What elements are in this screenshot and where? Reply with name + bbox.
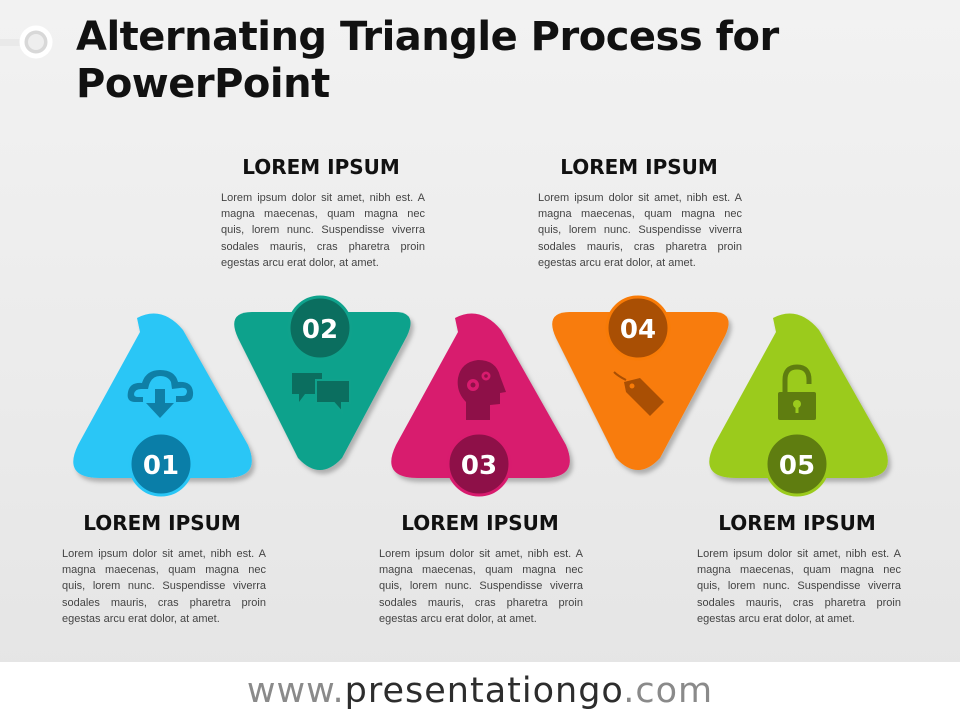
step-4-heading: LOREM IPSUM xyxy=(560,155,718,179)
step-5-badge xyxy=(764,431,830,497)
step-4-number: 04 xyxy=(620,315,656,345)
cloud-download-icon xyxy=(127,370,194,418)
step-3-heading: LOREM IPSUM xyxy=(401,511,559,535)
step-3-number: 03 xyxy=(461,451,497,481)
tag-icon xyxy=(613,371,664,416)
footer-prefix: www. xyxy=(246,671,345,711)
unlock-icon xyxy=(778,364,816,420)
step-2-badge xyxy=(287,295,353,361)
step-5-heading: LOREM IPSUM xyxy=(718,511,876,535)
step-1-badge xyxy=(128,431,194,497)
step-3-body: Lorem ipsum dolor sit amet, nibh est. A … xyxy=(379,548,583,625)
step-2-body: Lorem ipsum dolor sit amet, nibh est. A … xyxy=(221,192,425,269)
step-1-number: 01 xyxy=(143,451,179,481)
step-2-heading: LOREM IPSUM xyxy=(242,155,400,179)
step-4-body: Lorem ipsum dolor sit amet, nibh est. A … xyxy=(538,192,742,269)
head-gears-icon xyxy=(457,360,506,420)
footer-suffix: .com xyxy=(623,671,714,711)
footer-brand: presentationgo xyxy=(344,671,624,711)
step-5-body: Lorem ipsum dolor sit amet, nibh est. A … xyxy=(697,548,901,625)
footer-url[interactable]: www.presentationgo.com xyxy=(0,662,960,720)
chat-bubbles-icon xyxy=(292,373,351,415)
step-5-number: 05 xyxy=(779,451,815,481)
step-3-badge xyxy=(446,431,512,497)
step-1-heading: LOREM IPSUM xyxy=(83,511,241,535)
pin-icon xyxy=(0,25,53,59)
page-title: Alternating Triangle Process for PowerPo… xyxy=(76,14,779,107)
step-1-body: Lorem ipsum dolor sit amet, nibh est. A … xyxy=(62,548,266,625)
step-4-badge xyxy=(605,295,671,361)
step-2-number: 02 xyxy=(302,315,338,345)
